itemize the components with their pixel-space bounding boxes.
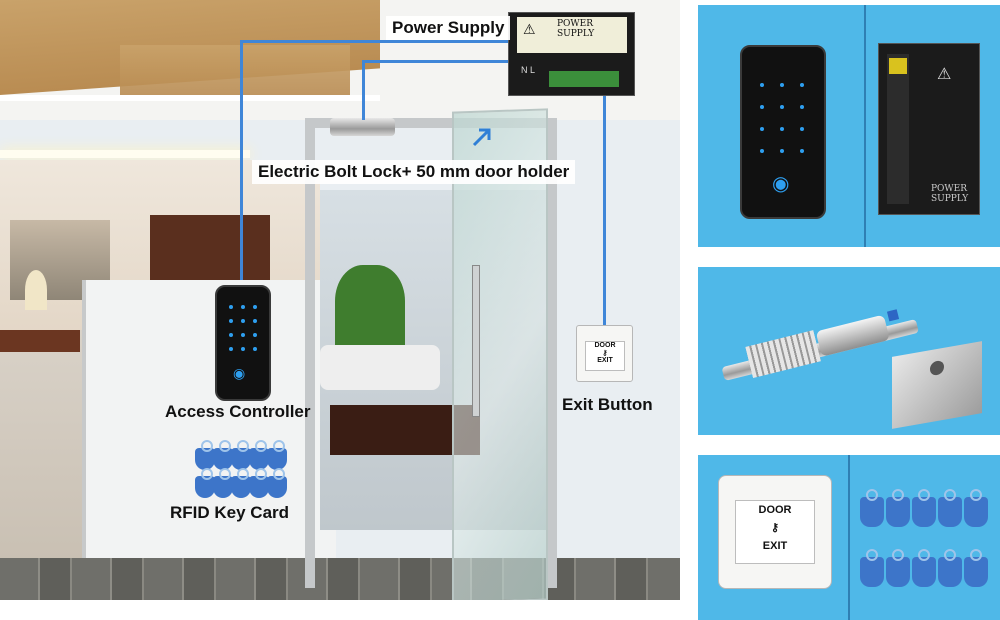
product-panel-exit-rfid: DOOR ⚷ EXIT — [698, 455, 1000, 620]
key-icon: ⚷ — [602, 350, 608, 357]
rfid-fob-group — [195, 440, 295, 500]
rfid-reader-icon: ◉ — [772, 173, 790, 195]
exit-button-label: Exit Button — [562, 395, 653, 414]
access-controller-keypad[interactable]: ◉ — [215, 285, 271, 401]
panel-divider — [848, 455, 850, 620]
psu-terminal-strip — [887, 54, 909, 204]
door-holder-bracket — [892, 341, 982, 429]
power-supply-label: Power Supply — [386, 16, 511, 40]
psu-brand-text: POWER SUPPLY — [931, 184, 969, 204]
exit-door-text: DOOR — [758, 504, 792, 516]
door-frame — [305, 118, 557, 588]
door-handle[interactable] — [472, 265, 480, 417]
installation-scene: POWER SUPPLY ⚠ N L ◉ DOOR ⚷ EXIT Power S… — [0, 0, 680, 600]
wire-exit — [603, 90, 606, 325]
psu-fuse — [889, 58, 907, 74]
psu-brand-text: POWER SUPPLY — [557, 19, 595, 39]
key-icon: ⚷ — [770, 522, 780, 534]
exit-exit-text: EXIT — [597, 357, 613, 364]
psu-product: ⚠ POWER SUPPLY — [878, 43, 980, 215]
warning-icon: ⚠ — [937, 66, 952, 83]
desk — [0, 330, 80, 352]
product-panel-bolt-lock — [698, 267, 1000, 435]
power-supply-device: POWER SUPPLY ⚠ N L — [508, 12, 635, 96]
wood-ceiling-panel-2 — [120, 45, 350, 95]
wire-lock — [362, 60, 365, 120]
stone-base — [0, 558, 680, 600]
ceiling-light-strip — [0, 95, 380, 101]
wire-top — [240, 40, 510, 43]
keypad-product: ◉ — [740, 45, 826, 219]
door-open-arrow-icon — [472, 128, 491, 147]
product-panel-keypad-psu: ◉ ⚠ POWER SUPPLY — [698, 5, 1000, 247]
rfid-fob-set — [860, 475, 990, 605]
ceiling-light-strip-2 — [0, 150, 250, 158]
warning-icon: ⚠ — [523, 21, 536, 37]
rfid-key-card-label: RFID Key Card — [170, 503, 290, 522]
panel-divider — [864, 5, 866, 247]
wire-lock-top — [362, 60, 512, 63]
bolt-lock-device — [330, 118, 395, 136]
exit-button-device[interactable]: DOOR ⚷ EXIT — [576, 325, 633, 382]
exit-button-product: DOOR ⚷ EXIT — [718, 475, 832, 589]
wire-controller — [240, 40, 243, 280]
bolt-lock-label: Electric Bolt Lock+ 50 mm door holder — [252, 160, 576, 184]
psu-terminal-block — [549, 71, 619, 87]
psu-terminal-text: N L — [521, 65, 536, 75]
exit-exit-text: EXIT — [762, 540, 788, 552]
sofa — [320, 345, 440, 390]
partition-wall — [82, 280, 336, 558]
rfid-reader-icon: ◉ — [233, 365, 246, 381]
exit-door-text: DOOR — [594, 342, 616, 349]
table-lamp — [25, 270, 47, 310]
access-controller-label: Access Controller — [165, 402, 311, 421]
plant — [335, 265, 405, 355]
